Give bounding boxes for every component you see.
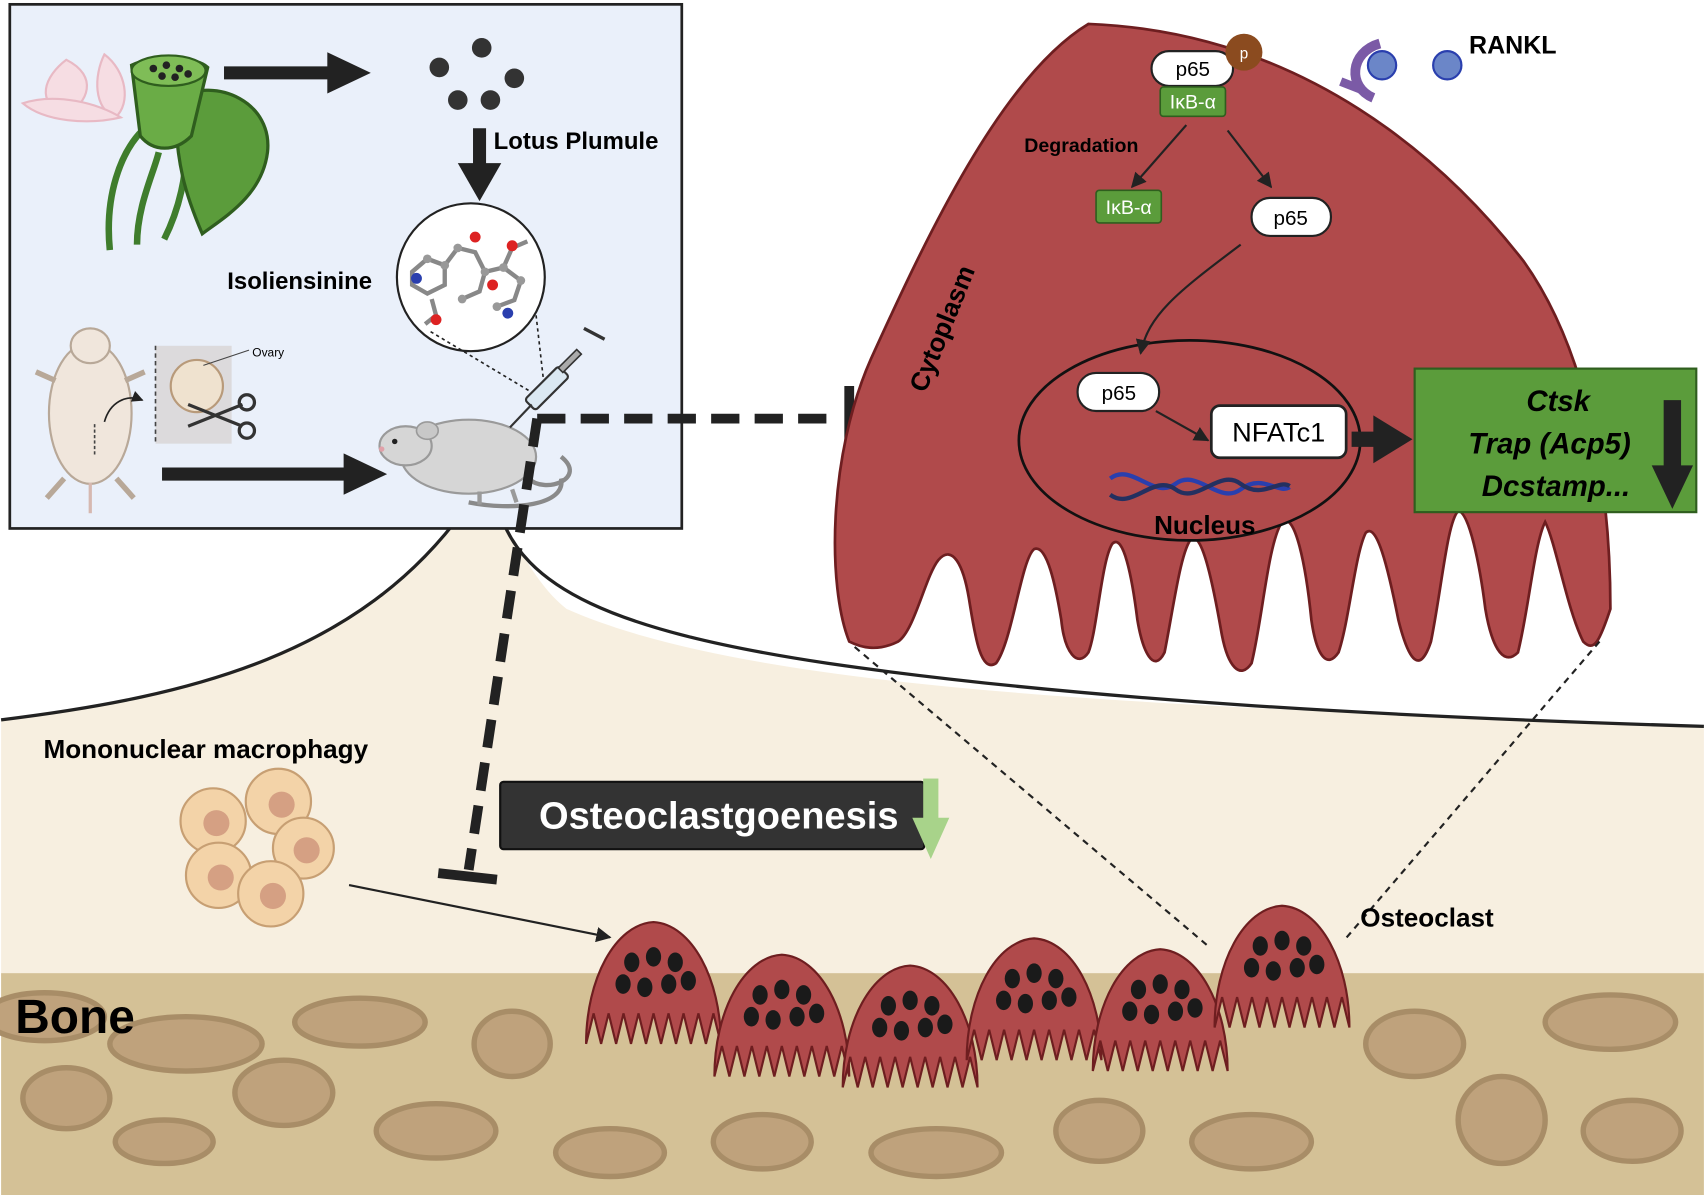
ligand-icon: [1432, 50, 1463, 81]
dna-icon: [1108, 472, 1291, 502]
osteoclast-label: Osteoclast: [1360, 902, 1494, 932]
phospho-badge-text: p: [1240, 46, 1248, 63]
arrow-macrophage-to-osteoclast: [348, 884, 612, 943]
p65-phospho-text: p65: [1176, 58, 1210, 81]
receptor-icon: [1339, 38, 1398, 103]
seed-icon: [429, 38, 525, 110]
p65-nuclear-text: p65: [1102, 382, 1136, 405]
soft-tissue-region: [1, 503, 1704, 979]
ovary-label: Ovary: [252, 346, 284, 360]
decrease-arrow-shaft: [923, 778, 939, 823]
nucleus-label: Nucleus: [1154, 510, 1255, 540]
ikba-top-text: IκB-α: [1170, 92, 1216, 114]
lotus-flower-icon: [20, 52, 126, 123]
degradation-label: Degradation: [1024, 135, 1138, 157]
gene-trap: Trap (Acp5): [1468, 427, 1631, 460]
gene-ctsk: Ctsk: [1526, 385, 1591, 418]
macrophage-icon: [179, 767, 335, 928]
arrow-p65-to-nucleus: [1135, 243, 1242, 355]
target-genes-box: [1413, 367, 1698, 514]
osteoclast-icon: [841, 964, 979, 1088]
zoom-line-cell-left: [853, 646, 1209, 947]
scissors-icon: [187, 393, 257, 440]
p65-free-pill: [1250, 196, 1333, 238]
p65-nuclear-pill: [1076, 371, 1161, 413]
p65-phospho-pill: [1150, 50, 1235, 87]
syringe-icon: [509, 326, 606, 429]
osteoclastogenesis-text: Osteoclastgoenesis: [539, 796, 898, 838]
osteoclast-icon: [965, 937, 1103, 1061]
surgery-mouse-icon: [34, 327, 250, 514]
zoom-line-left: [430, 330, 535, 395]
lotus-plumule-label: Lotus Plumule: [494, 128, 659, 155]
bone-pores: [0, 990, 1684, 1180]
arrow-to-p65: [1226, 129, 1273, 189]
bone-label: Bone: [15, 991, 135, 1044]
inhibition-dashed-down: [463, 417, 543, 871]
rankl-label: RANKL: [1469, 31, 1557, 59]
isoliensinine-label: Isoliensinine: [227, 268, 372, 295]
ikba-top-box: [1159, 86, 1227, 118]
ikba-degraded-text: IκB-α: [1106, 197, 1152, 219]
tissue-outline-right: [497, 510, 1704, 728]
tissue-outline: [0, 510, 465, 722]
decrease-arrow-head: [912, 817, 950, 860]
osteoclast-icon: [1213, 904, 1351, 1028]
mononuclear-label: Mononuclear macrophagy: [44, 734, 369, 764]
osteoclast-icon: [1091, 948, 1229, 1072]
arrow-to-ikba: [1130, 124, 1188, 189]
zoom-line-cell-right: [1343, 640, 1601, 942]
phospho-badge: [1225, 33, 1263, 71]
osteoclast-row: [585, 904, 1351, 1088]
inhibition-bar-bottom: [437, 868, 498, 885]
ikba-degraded-box: [1095, 189, 1163, 224]
osteoclast-icon: [585, 920, 723, 1045]
molecule-icon: [395, 202, 546, 353]
nfatc1-text: NFATc1: [1232, 416, 1325, 447]
mouse-icon: [378, 418, 572, 509]
gene-dcstamp: Dcstamp...: [1482, 470, 1630, 503]
arrow-p65-to-nfatc1: [1155, 410, 1210, 442]
lotus-seedpod-icon: [105, 54, 270, 251]
nfatc1-box: [1209, 404, 1348, 460]
p65-free-text: p65: [1273, 207, 1307, 230]
osteoclast-icon: [713, 953, 851, 1077]
